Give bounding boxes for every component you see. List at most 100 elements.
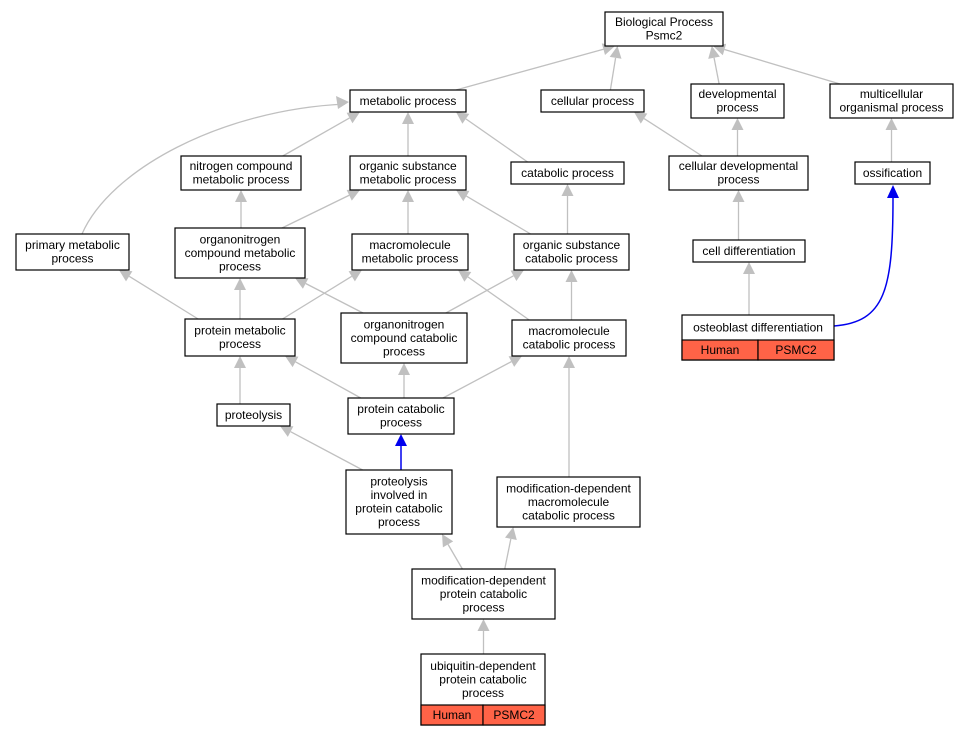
edge-line — [81, 103, 346, 235]
node-label-line: macromolecule — [528, 324, 610, 338]
edge-arrowhead — [234, 278, 246, 290]
edge-arrowhead — [398, 363, 410, 375]
node-box — [349, 155, 467, 191]
edge-nitrogen-to-metabolic — [282, 112, 360, 157]
edge-arrowhead — [885, 118, 898, 130]
edge-arrowhead — [505, 527, 517, 540]
edge-line — [282, 275, 353, 320]
node-label-line: process — [716, 101, 758, 115]
edge-arrowhead — [402, 112, 414, 124]
edge-line — [643, 117, 703, 157]
edge-line — [833, 197, 894, 327]
node-box — [668, 155, 809, 191]
edge-line — [504, 538, 512, 570]
node-label-line: proteolysis — [370, 475, 427, 489]
node-label-line: catabolic process — [521, 166, 614, 180]
node-label-line: Biological Process — [615, 15, 713, 29]
edge-arrowhead — [456, 190, 470, 202]
node-label-line: process — [462, 600, 504, 614]
node-box — [510, 161, 625, 185]
edge-line — [466, 195, 531, 235]
node-label-line: primary metabolic — [25, 238, 120, 252]
node-label-line: protein catabolic — [355, 502, 442, 516]
edge-moddepprot-to-proteolysiscat — [442, 534, 463, 570]
edge-arrowhead — [442, 534, 454, 548]
edge-line — [447, 544, 463, 570]
edge-primary-to-metabolic — [81, 96, 349, 235]
annotation-cell — [757, 339, 835, 361]
edge-arrowhead — [285, 356, 299, 368]
edge-macrocat-to-macromet — [458, 270, 530, 321]
node-label-line: compound catabolic — [351, 331, 458, 345]
edge-arrowhead — [234, 356, 246, 368]
node-moddepmacro: modification-dependentmacromoleculecatab… — [496, 476, 641, 528]
edge-arrowhead — [887, 185, 899, 198]
node-box — [174, 227, 306, 279]
node-box — [604, 11, 724, 47]
node-label-line: proteolysis — [225, 408, 282, 422]
edge-arrowhead — [561, 184, 574, 196]
node-label-line: protein catabolic — [357, 402, 444, 416]
edge-osteoblast-to-ossification — [833, 185, 899, 327]
node-label-line: process — [380, 416, 422, 430]
edge-line — [467, 276, 530, 321]
node-label-line: cellular developmental — [679, 159, 798, 173]
node-label-line: ossification — [863, 166, 922, 180]
edge-line — [305, 282, 364, 314]
edge-arrowhead — [395, 434, 407, 446]
edges-layer — [81, 43, 899, 654]
edge-line — [713, 57, 720, 85]
node-box — [216, 403, 291, 427]
node-label-line: catabolic process — [523, 338, 616, 352]
edge-orgnitcat-to-orgnitmet — [295, 278, 364, 314]
annotation-label: PSMC2 — [775, 343, 817, 357]
edge-arrowhead — [119, 270, 133, 282]
node-label-line: process — [383, 344, 425, 358]
edge-arrowhead — [609, 46, 622, 59]
node-label-line: ubiquitin-dependent — [430, 659, 536, 673]
edge-arrowhead — [280, 426, 294, 437]
edge-arrowhead — [456, 112, 470, 124]
node-label-line: catabolic process — [522, 508, 615, 522]
edge-protcat-to-orgnitcat — [398, 363, 410, 398]
edge-arrowhead — [402, 190, 414, 202]
node-box — [347, 397, 455, 435]
edge-orgnitmet-to-orgsubmet — [281, 189, 360, 229]
edge-protmet-to-orgnitmet — [234, 278, 246, 319]
node-label-line: process — [462, 686, 504, 700]
edge-line — [281, 194, 350, 229]
edge-orgnitmet-to-nitrogen — [235, 190, 247, 228]
node-label-line: involved in — [371, 488, 428, 502]
edge-celldev-to-cellular — [634, 112, 703, 157]
node-box — [692, 239, 806, 263]
node-label-line: protein catabolic — [439, 672, 526, 686]
edge-line — [609, 57, 617, 91]
edge-arrowhead — [565, 270, 578, 282]
node-label-line: organic substance — [359, 159, 457, 173]
node-box — [496, 476, 641, 528]
edge-line — [465, 118, 528, 163]
edge-orgsubmet-to-metabolic — [402, 112, 414, 156]
node-box — [345, 469, 453, 535]
edge-arrowhead — [743, 262, 755, 274]
edge-ossification-to-multicellular — [885, 118, 898, 162]
node-label-line: catabolic process — [525, 252, 618, 266]
node-box — [854, 161, 931, 185]
edge-moddepprot-to-moddepmacro — [504, 527, 517, 570]
edge-protmet-to-macromet — [282, 270, 362, 320]
edge-line — [282, 117, 350, 157]
node-label-line: protein metabolic — [194, 324, 285, 338]
node-label-line: protein catabolic — [440, 587, 527, 601]
node-label-line: metabolic process — [362, 252, 459, 266]
node-label-line: cell differentiation — [702, 244, 795, 258]
node-box — [511, 319, 627, 357]
edge-line — [290, 431, 363, 471]
